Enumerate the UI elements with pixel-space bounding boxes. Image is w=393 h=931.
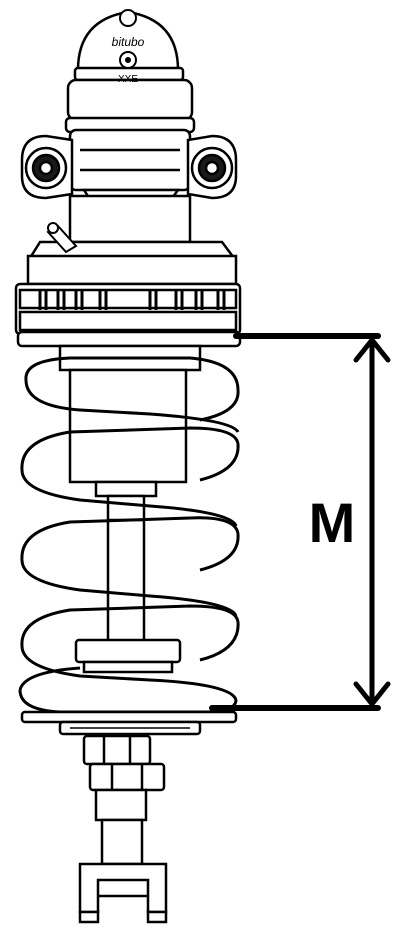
left-eyelet [20, 134, 74, 200]
compression-knob [119, 9, 137, 69]
upper-housing [26, 194, 238, 286]
lower-collar [74, 638, 182, 674]
arrowhead-down-icon [353, 681, 391, 709]
bleed-valve [46, 222, 78, 254]
arrowhead-up-icon [353, 335, 391, 363]
preload-collar [14, 282, 242, 336]
brand-logo-text: bitubo [112, 35, 145, 49]
bottom-mount [78, 734, 168, 924]
model-text: XXE [118, 74, 138, 85]
measure-label: M [309, 491, 356, 554]
upper-spring-seat [16, 330, 242, 372]
dimension-indicator [209, 333, 391, 711]
right-eyelet [186, 134, 238, 200]
lower-spring-seat [20, 710, 238, 736]
coil-spring [18, 356, 240, 714]
